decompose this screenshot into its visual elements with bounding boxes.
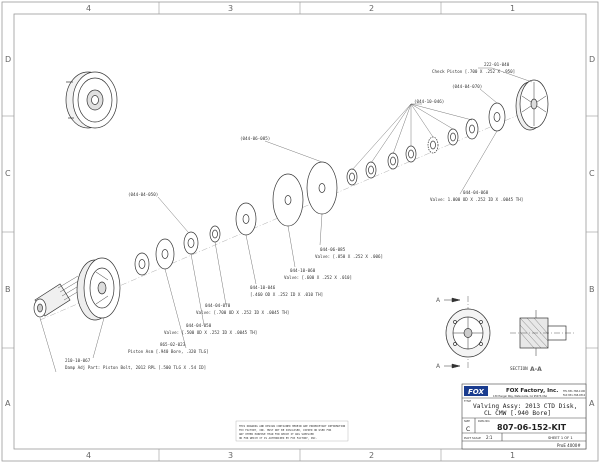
valve-shim: [427, 136, 439, 154]
valve-shim: [405, 145, 417, 163]
valve-shim: [465, 118, 479, 140]
valve-shim: [346, 168, 358, 186]
notice-line: FOX FACTORY, INC. MUST NOT BE DISCLOSED,…: [239, 428, 332, 432]
company-phone: TEL 831-768-1100: [563, 390, 585, 393]
section-marker: A: [436, 363, 441, 370]
grid-col-label: 1: [510, 4, 515, 13]
notice-line: THIS DRAWING AND DESIGN CONTAINED HEREIN…: [239, 424, 346, 428]
section-marker: A: [436, 297, 441, 304]
drawing-title-line2: CL CMW [.940 Bore]: [484, 410, 551, 417]
drawing-size: C: [466, 426, 470, 433]
callout-bolt-pn: 210-10-067: [65, 358, 91, 363]
callout-bolt-desc: Damp Adj Part: Piston Bolt, 2012 RPL [.5…: [65, 365, 206, 370]
valve-shim: [488, 102, 506, 132]
grid-row-label: A: [5, 399, 11, 408]
callout-piston-desc: Piston Asm [.940 Bore, .320 TLG]: [128, 349, 209, 354]
callout-valve-050-pn: 044-04-050: [186, 323, 212, 328]
section-view: [445, 296, 575, 370]
scale-caption: PLOT SCALE: [464, 436, 481, 440]
leader-lines: [39, 67, 533, 373]
dwg-caption: DWG NO.: [478, 419, 490, 423]
grid-row-label: D: [589, 55, 595, 64]
size-caption: SIZE: [464, 419, 470, 423]
callout-valve-085-ref: (044-06-085): [240, 136, 270, 141]
grid-row-label: C: [5, 169, 11, 178]
grid-row-label: B: [589, 285, 595, 294]
grid-col-label: 3: [228, 451, 233, 460]
grid-col-label: 1: [510, 451, 515, 460]
proprietary-notice: THIS DRAWING AND DESIGN CONTAINED HEREIN…: [235, 420, 349, 442]
callout-check-piston-pn: 222-01-040: [484, 62, 510, 67]
company-name: FOX Factory, Inc.: [506, 388, 558, 394]
fox-logo-text: FOX: [468, 388, 484, 396]
callout-valve-050-desc: Valve: [.500 OD X .252 ID X .0045 TH]: [164, 330, 257, 335]
valve-shim: [209, 225, 221, 243]
valve-shim: [183, 231, 199, 255]
callout-check-piston-desc: Check Piston [.700 X .252 X .950]: [432, 69, 515, 74]
valve-shim: [387, 152, 399, 170]
valve-shim: [447, 128, 459, 146]
title-caption: TITLE: [464, 399, 471, 403]
plot-scale: 2:1: [486, 435, 493, 440]
grid-col-label: 2: [369, 4, 374, 13]
fox-logo: FOX: [464, 386, 488, 396]
callout-valve-070-pn: 044-04-070: [205, 303, 231, 308]
grid-row-label: A: [589, 399, 595, 408]
callout-valve-070-desc: Valve: [.700 OD X .252 ID X .0045 TH]: [196, 310, 289, 315]
valve-shim: [155, 238, 175, 270]
piston: [76, 257, 121, 321]
valve-shim: [235, 202, 257, 236]
grid-col-label: 2: [369, 451, 374, 460]
drawing-number: 807-06-152-KIT: [497, 423, 567, 432]
callout-valve-068-pn: 044-04-068: [463, 190, 489, 195]
callout-piston-pn: 865-02-023: [160, 342, 186, 347]
callout-valve-085-pn: 044-06-085: [320, 247, 346, 252]
callout-valve-060-pn: 044-10-060: [290, 268, 316, 273]
company-fax: FAX 831-768-9312: [563, 394, 586, 397]
grid-row-label: C: [589, 169, 595, 178]
callout-valve-046-pn: 044-10-046: [250, 285, 276, 290]
callout-valve-046-desc: [.460 OD X .252 ID X .010 TH]: [250, 292, 323, 297]
valve-shim: [365, 161, 377, 179]
check-piston: [515, 79, 549, 131]
valve-shim: [134, 252, 150, 276]
grid-col-label: 4: [86, 451, 91, 460]
file-reference: ProE 4000#: [557, 443, 581, 448]
section-label-prefix: SECTION: [510, 366, 528, 371]
section-cut-arrows: [444, 297, 461, 369]
callout-valve-060-desc: Valve: [.600 X .252 X .010]: [284, 275, 352, 280]
notice-line: OR FOR WHICH IT IS AUTHORIZED BY FOX FAC…: [239, 436, 317, 440]
grid-col-label: 3: [228, 4, 233, 13]
callout-valve-085-desc: Valve: [.850 X .252 X .006]: [315, 254, 383, 259]
company-address: 130 Hangar Way, Watsonville, CA 95076 US…: [493, 395, 547, 398]
piston-bolt: [33, 275, 85, 318]
callout-valve-group-ref: (044-10-046): [414, 99, 444, 104]
piston-assembly-iso-view: [65, 71, 118, 129]
section-label-id: A-A: [530, 366, 542, 373]
notice-line: ANY OTHER PURPOSE THAN FOR WHICH IT WAS …: [239, 432, 314, 436]
grid-col-label: 4: [86, 4, 91, 13]
grid-row-label: D: [5, 55, 11, 64]
callout-valve-068-desc: Valve: 1.000 OD X .252 ID X .0045 TH]: [430, 197, 523, 202]
callout-valve-top-ref: (044-04-070): [452, 84, 482, 89]
drawing-title-line1: Valving Assy: 2013 CTD Disk,: [473, 403, 577, 410]
valve-shim: [272, 173, 304, 227]
callout-valve-050-ref: (044-04-050): [128, 192, 158, 197]
sheet-number: SHEET 1 OF 1: [548, 436, 573, 440]
valve-shim: [306, 161, 338, 215]
grid-row-label: B: [5, 285, 11, 294]
